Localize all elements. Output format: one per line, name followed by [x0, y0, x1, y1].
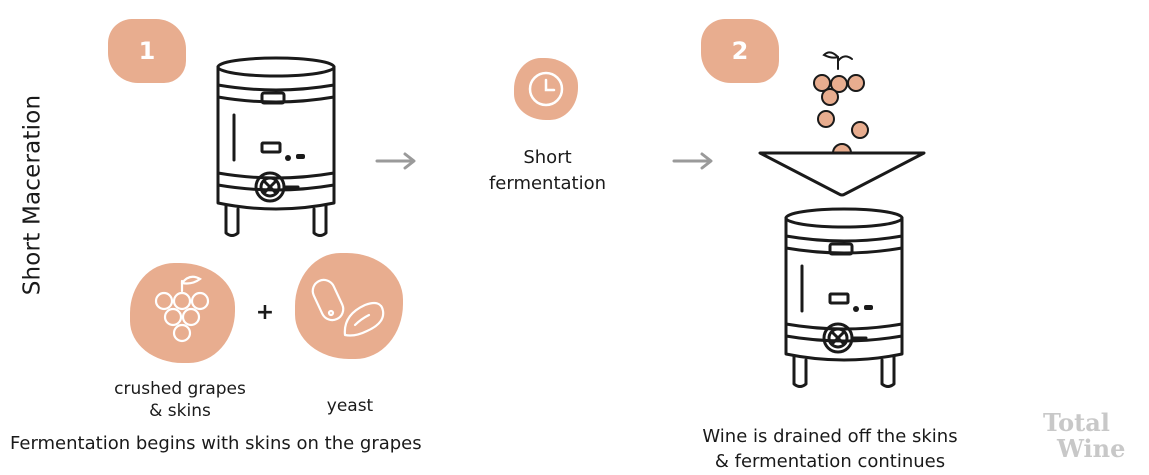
- plus-sign: +: [255, 300, 275, 325]
- arrow-right-icon: [375, 152, 416, 170]
- clock-icon: [528, 71, 564, 107]
- tank-icon: [216, 56, 336, 237]
- yeast-label: yeast: [326, 396, 374, 416]
- falling-grapes-icon: [813, 51, 869, 163]
- funnel-icon: [758, 151, 926, 197]
- total-wine-logo: Total Wine: [1043, 408, 1126, 463]
- arrow-right-icon: [672, 152, 713, 170]
- grapes-badge: [130, 263, 235, 363]
- step-2-caption: Wine is drained off the skins & fermenta…: [702, 426, 958, 472]
- yeast-icon: [311, 278, 385, 337]
- step-1-caption: Fermentation begins with skins on the gr…: [10, 433, 422, 454]
- step-1-badge: 1: [108, 19, 186, 83]
- tank-icon: [784, 207, 904, 388]
- step-2-badge: 2: [701, 19, 779, 83]
- grapes-icon: [154, 275, 210, 343]
- yeast-badge: [295, 253, 403, 359]
- diagram-title: Short Maceration: [19, 94, 46, 296]
- short-fermentation-label: Short fermentation: [488, 147, 607, 194]
- grapes-label: crushed grapes & skins: [114, 379, 246, 421]
